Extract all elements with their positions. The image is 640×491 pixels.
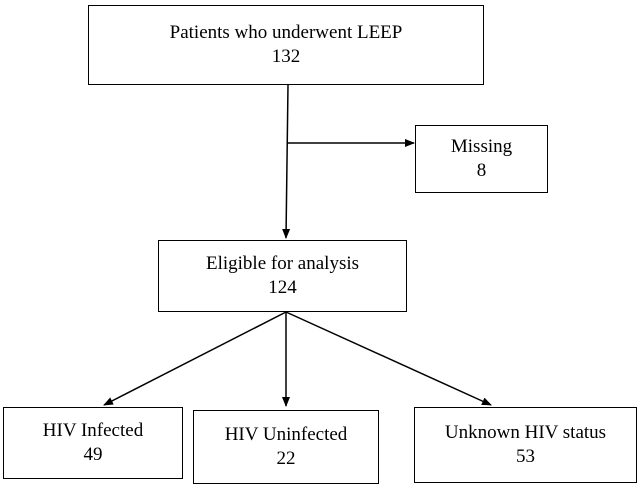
box-missing: Missing 8 bbox=[415, 125, 548, 193]
box-hiv-infected-count: 49 bbox=[83, 444, 103, 465]
box-missing-count: 8 bbox=[476, 160, 487, 181]
box-hiv-infected-title: HIV Infected bbox=[42, 420, 144, 441]
arrow-eligible-to-unknown-hiv bbox=[285, 311, 492, 406]
box-missing-title: Missing bbox=[450, 136, 513, 157]
box-leep-patients: Patients who underwent LEEP 132 bbox=[88, 5, 484, 85]
box-eligible: Eligible for analysis 124 bbox=[158, 240, 407, 312]
box-hiv-uninfected-count: 22 bbox=[276, 448, 296, 469]
box-leep-title: Patients who underwent LEEP bbox=[169, 22, 403, 43]
box-hiv-infected: HIV Infected 49 bbox=[3, 407, 183, 479]
box-unknown-hiv-count: 53 bbox=[516, 446, 535, 467]
box-eligible-title: Eligible for analysis bbox=[205, 253, 360, 274]
box-hiv-uninfected-title: HIV Uninfected bbox=[224, 424, 348, 445]
arrow-eligible-to-hiv-infected bbox=[103, 311, 287, 406]
box-hiv-uninfected: HIV Uninfected 22 bbox=[193, 410, 379, 484]
box-unknown-hiv-title: Unknown HIV status bbox=[444, 422, 607, 443]
box-unknown-hiv-status: Unknown HIV status 53 bbox=[414, 407, 637, 483]
arrow-leep-to-eligible bbox=[282, 84, 291, 239]
box-leep-count: 132 bbox=[271, 46, 301, 67]
box-eligible-count: 124 bbox=[268, 277, 297, 298]
